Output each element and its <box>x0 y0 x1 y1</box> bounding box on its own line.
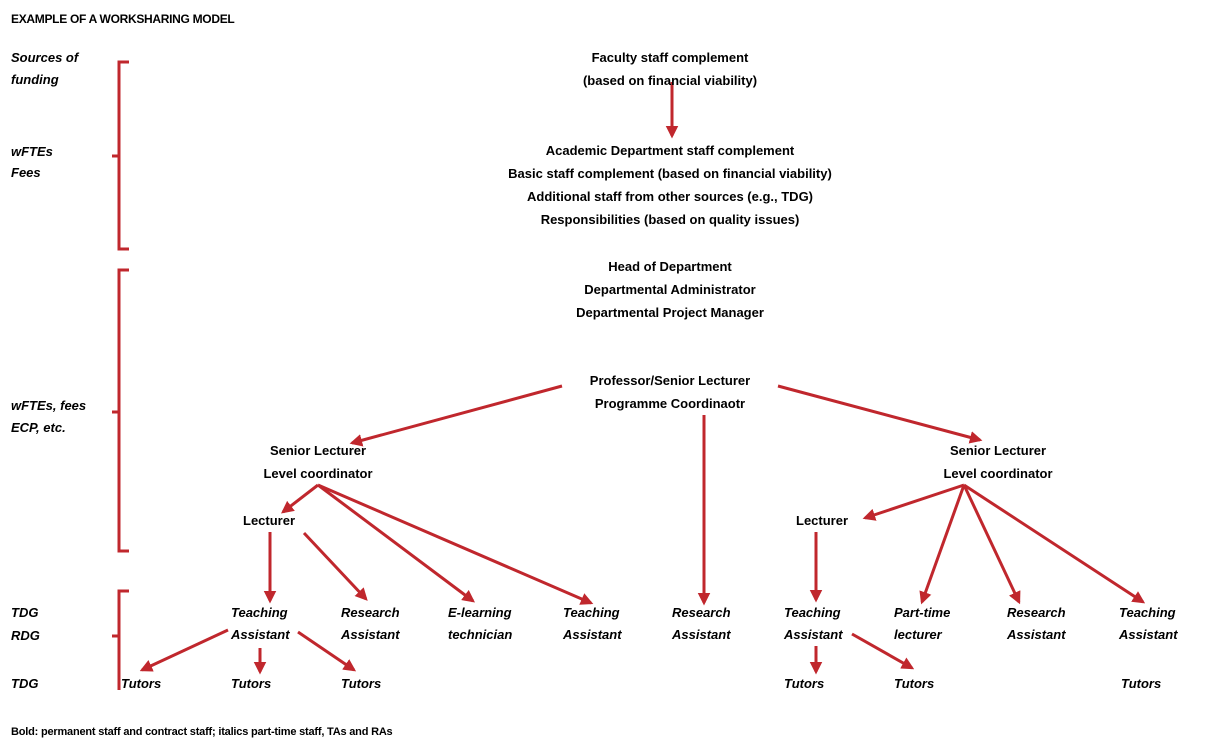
legend-note: Bold: permanent staff and contract staff… <box>11 726 393 738</box>
department-title: Academic Department staff complement <box>545 143 795 158</box>
senior-right-title: Senior Lecturer <box>949 443 1047 458</box>
arrow-prof-to-senior-left <box>349 384 563 447</box>
arrow-prof-to-senior-right <box>777 384 983 444</box>
bracket-grants <box>112 589 129 690</box>
faculty-subtitle: (based on financial viability) <box>582 73 758 88</box>
tutors-4: Tutors <box>784 676 825 691</box>
label-ecp: ECP, etc. <box>11 420 66 435</box>
arrow-ta-left-to-tutors-3 <box>297 630 357 672</box>
arrow-senior-right-to-lecturer <box>862 483 965 521</box>
head-line-2: Departmental Project Manager <box>576 305 764 320</box>
arrow-senior-left-to-elearning <box>317 483 476 603</box>
tutors-2: Tutors <box>231 676 272 691</box>
professor-title: Professor/Senior Lecturer <box>589 373 751 388</box>
senior-lecturer-left: Senior Lecturer Level coordinator <box>228 439 408 485</box>
head-line-1: Departmental Administrator <box>584 282 756 297</box>
tutors-6: Tutors <box>1121 676 1162 691</box>
department-line-3: Responsibilities (based on quality issue… <box>540 212 800 227</box>
tutors-3: Tutors <box>341 676 382 691</box>
lecturer-left: Lecturer <box>243 513 296 528</box>
arrow-senior-left-to-teaching <box>317 483 594 605</box>
head-title: Head of Department <box>608 259 732 274</box>
diagram-title: EXAMPLE OF A WORKSHARING MODEL <box>11 12 235 26</box>
senior-left-subtitle: Level coordinator <box>263 466 373 481</box>
label-tdg-tutors: TDG <box>11 676 39 691</box>
department-line-1: Basic staff complement (based on financi… <box>508 166 832 181</box>
label-wftes-fees: wFTEs, fees <box>11 398 87 413</box>
head-node: Head of Department Departmental Administ… <box>510 255 830 324</box>
arrow-senior-left-to-lecturer <box>281 483 319 514</box>
department-node: Academic Department staff complement Bas… <box>460 139 880 231</box>
professor-node: Professor/Senior Lecturer Programme Coor… <box>530 369 810 415</box>
arrow-senior-right-to-teaching <box>963 483 1146 604</box>
arrow-senior-right-to-parttime <box>919 484 966 605</box>
department-line-2: Additional staff from other sources (e.g… <box>526 189 814 204</box>
faculty-title: Faculty staff complement <box>591 50 749 65</box>
arrow-ta-right-to-tutors-2 <box>851 632 915 670</box>
arrow-ta-left-to-tutors-1 <box>139 628 229 672</box>
arrow-lecturer-left-to-research <box>302 531 368 601</box>
label-rdg: RDG <box>11 628 40 643</box>
arrow-senior-right-to-research <box>962 484 1021 605</box>
label-sources-of: Sources of <box>11 50 79 65</box>
bracket-funding <box>112 60 129 251</box>
senior-lecturer-right: Senior Lecturer Level coordinator <box>908 439 1088 485</box>
lecturer-right: Lecturer <box>796 513 849 528</box>
senior-right-subtitle: Level coordinator <box>943 466 1053 481</box>
label-tdg: TDG <box>11 605 39 620</box>
senior-left-title: Senior Lecturer <box>269 443 367 458</box>
label-wftes: wFTEs <box>11 144 53 159</box>
label-funding: funding <box>11 72 59 87</box>
label-fees: Fees <box>11 165 41 180</box>
bracket-staff <box>112 268 129 553</box>
professor-subtitle: Programme Coordinaotr <box>594 396 746 411</box>
tutors-5: Tutors <box>894 676 935 691</box>
faculty-node: Faculty staff complement (based on finan… <box>520 46 820 92</box>
tutors-1: Tutors <box>121 676 162 691</box>
